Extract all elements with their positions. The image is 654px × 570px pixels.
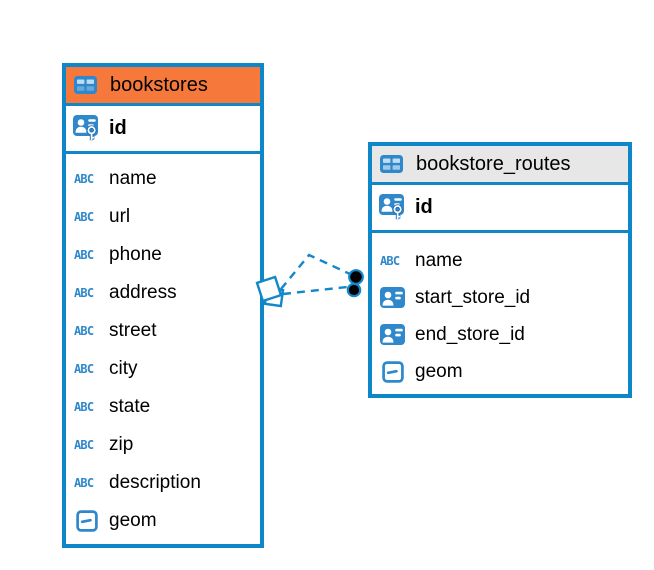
relation-line-start-store-id[interactable] bbox=[280, 253, 351, 290]
column-name: name bbox=[415, 249, 463, 271]
column-name: address bbox=[109, 282, 177, 303]
column-name: city bbox=[109, 358, 138, 379]
text-type-icon: ABC bbox=[74, 172, 94, 186]
table-header-bookstores[interactable]: bookstores bbox=[66, 67, 260, 106]
geometry-type-icon bbox=[380, 360, 408, 383]
text-type-icon: ABC bbox=[380, 253, 400, 268]
column-row-zip[interactable]: ABC zip bbox=[66, 426, 260, 464]
column-name: id bbox=[415, 196, 433, 218]
table-icon bbox=[380, 155, 408, 173]
column-name: state bbox=[109, 396, 151, 417]
primary-key-user-icon bbox=[73, 115, 101, 142]
reference-user-icon bbox=[380, 287, 408, 308]
text-type-icon: ABC bbox=[74, 400, 94, 414]
column-row-name[interactable]: ABC name bbox=[66, 160, 260, 198]
column-name: name bbox=[109, 168, 157, 189]
column-name: geom bbox=[109, 510, 157, 531]
table-header-bookstore-routes[interactable]: bookstore_routes bbox=[372, 146, 628, 185]
column-row-street[interactable]: ABC street bbox=[66, 312, 260, 350]
column-name: phone bbox=[109, 244, 162, 265]
column-name: end_store_id bbox=[415, 323, 525, 345]
text-type-icon: ABC bbox=[74, 438, 94, 452]
column-row-start-store-id[interactable]: start_store_id bbox=[372, 279, 628, 316]
column-row-id[interactable]: id bbox=[372, 185, 628, 233]
primary-key-user-icon bbox=[379, 194, 407, 221]
column-row-state[interactable]: ABC state bbox=[66, 388, 260, 426]
column-row-end-store-id[interactable]: end_store_id bbox=[372, 316, 628, 353]
column-name: start_store_id bbox=[415, 286, 531, 308]
table-title: bookstores bbox=[110, 73, 208, 96]
geometry-type-icon bbox=[74, 510, 102, 532]
reference-user-icon bbox=[380, 324, 408, 345]
column-name: url bbox=[109, 206, 131, 227]
column-name: geom bbox=[415, 360, 463, 382]
column-row-phone[interactable]: ABC phone bbox=[66, 236, 260, 274]
text-type-icon: ABC bbox=[74, 324, 94, 338]
text-type-icon: ABC bbox=[74, 362, 94, 376]
column-row-id[interactable]: id bbox=[66, 106, 260, 154]
column-name: id bbox=[109, 117, 127, 139]
column-row-geom[interactable]: geom bbox=[372, 353, 628, 390]
text-type-icon: ABC bbox=[74, 248, 94, 262]
column-row-geom[interactable]: geom bbox=[66, 502, 260, 540]
table-bookstore-routes[interactable]: bookstore_routes bbox=[368, 142, 632, 398]
table-bookstores[interactable]: bookstores bbox=[62, 63, 264, 548]
relation-target-marker[interactable] bbox=[346, 269, 364, 298]
column-list: ABC name ABC url ABC phone ABC address A… bbox=[66, 154, 260, 544]
column-list: ABC name start_store_id bbox=[372, 233, 628, 394]
column-name: street bbox=[109, 320, 157, 341]
column-row-url[interactable]: ABC url bbox=[66, 198, 260, 236]
text-type-icon: ABC bbox=[74, 210, 94, 224]
column-name: zip bbox=[109, 434, 134, 455]
column-name: description bbox=[109, 472, 201, 493]
column-row-description[interactable]: ABC description bbox=[66, 464, 260, 502]
column-row-name[interactable]: ABC name bbox=[372, 242, 628, 279]
text-type-icon: ABC bbox=[74, 286, 94, 300]
relation-line-end-store-id[interactable] bbox=[282, 285, 348, 296]
column-row-address[interactable]: ABC address bbox=[66, 274, 260, 312]
text-type-icon: ABC bbox=[74, 476, 94, 490]
column-row-city[interactable]: ABC city bbox=[66, 350, 260, 388]
table-title: bookstore_routes bbox=[416, 152, 571, 175]
table-icon bbox=[74, 76, 102, 94]
